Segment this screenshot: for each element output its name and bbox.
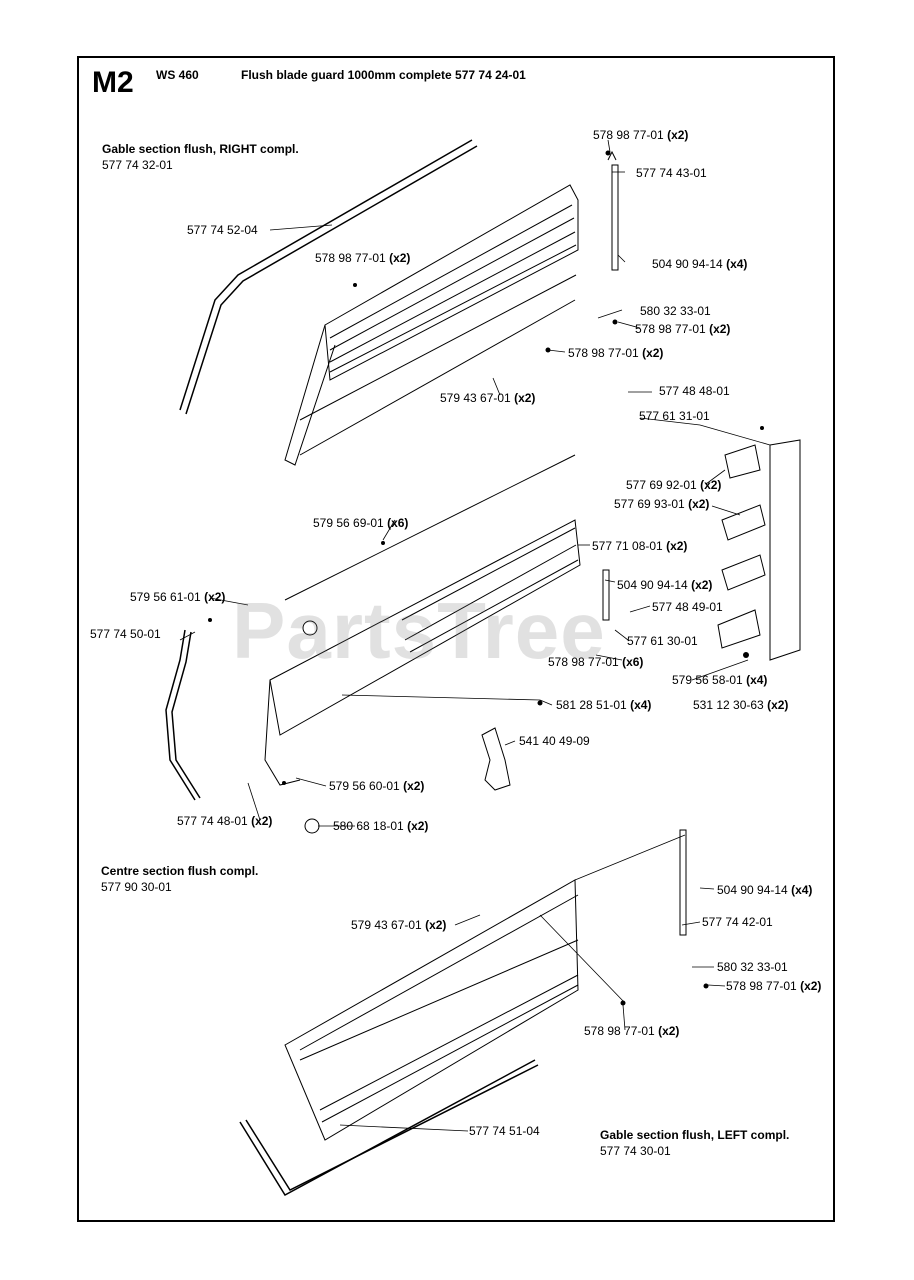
- callout-label[interactable]: 577 74 42-01: [702, 915, 773, 929]
- rollers: [302, 620, 320, 834]
- clamp-brackets: [717, 444, 766, 649]
- centre-panel: [264, 454, 581, 786]
- callout-label[interactable]: 579 56 58-01 (x4): [672, 673, 768, 687]
- callout-label[interactable]: 578 98 77-01 (x2): [726, 979, 822, 993]
- callout-label[interactable]: 581 28 51-01 (x4): [556, 698, 652, 712]
- callout-label[interactable]: 577 69 92-01 (x2): [626, 478, 722, 492]
- callout-label[interactable]: 577 74 50-01: [90, 627, 161, 641]
- callout-label[interactable]: 504 90 94-14 (x4): [717, 883, 813, 897]
- callout-label[interactable]: 504 90 94-14 (x4): [652, 257, 748, 271]
- callout-label[interactable]: 579 56 69-01 (x6): [313, 516, 409, 530]
- group-title-left: Gable section flush, LEFT compl.: [600, 1128, 790, 1142]
- group-title-centre: Centre section flush compl.: [101, 864, 259, 878]
- group-title-right: Gable section flush, RIGHT compl.: [102, 142, 299, 156]
- callout-label[interactable]: 577 61 31-01: [639, 409, 710, 423]
- assembly-title: Flush blade guard 1000mm complete 577 74…: [241, 68, 526, 82]
- callout-label[interactable]: 577 74 48-01 (x2): [177, 814, 273, 828]
- callout-label[interactable]: 577 71 08-01 (x2): [592, 539, 688, 553]
- callout-label[interactable]: 578 98 77-01 (x2): [593, 128, 689, 142]
- callout-label[interactable]: 580 32 33-01: [717, 960, 788, 974]
- end-bracket-right: [607, 150, 619, 271]
- group-number-left: 577 74 30-01: [600, 1144, 671, 1158]
- support-foot: [481, 727, 511, 791]
- callout-label[interactable]: 577 61 30-01: [627, 634, 698, 648]
- group-number-right: 577 74 32-01: [102, 158, 173, 172]
- callout-label[interactable]: 577 74 43-01: [636, 166, 707, 180]
- page-code: M2: [92, 66, 134, 99]
- callout-label[interactable]: 579 43 67-01 (x2): [351, 918, 447, 932]
- callout-label[interactable]: 578 98 77-01 (x2): [584, 1024, 680, 1038]
- callout-label[interactable]: 504 90 94-14 (x2): [617, 578, 713, 592]
- gable-panel-right: [284, 184, 579, 466]
- fasteners: [208, 150, 764, 1006]
- callout-label[interactable]: 578 98 77-01 (x6): [548, 655, 644, 669]
- callout-label[interactable]: 580 32 33-01: [640, 304, 711, 318]
- end-bracket-centre: [602, 439, 801, 661]
- callout-label[interactable]: 577 74 52-04: [187, 223, 258, 237]
- callout-label[interactable]: 541 40 49-09: [519, 734, 590, 748]
- callout-label[interactable]: 577 74 51-04: [469, 1124, 540, 1138]
- trim-strip-left: [239, 1059, 539, 1196]
- callout-label[interactable]: 531 12 30-63 (x2): [693, 698, 789, 712]
- group-number-centre: 577 90 30-01: [101, 880, 172, 894]
- callout-label[interactable]: 580 68 18-01 (x2): [333, 819, 429, 833]
- callout-label[interactable]: 579 56 60-01 (x2): [329, 779, 425, 793]
- trim-strip-centre: [165, 629, 201, 801]
- callout-label[interactable]: 579 43 67-01 (x2): [440, 391, 536, 405]
- callout-label[interactable]: 577 48 48-01: [659, 384, 730, 398]
- callout-label[interactable]: 577 48 49-01: [652, 600, 723, 614]
- callout-label[interactable]: 577 69 93-01 (x2): [614, 497, 710, 511]
- gable-panel-left: [284, 879, 579, 1141]
- callout-label[interactable]: 578 98 77-01 (x2): [635, 322, 731, 336]
- leader-lines: [179, 139, 771, 1132]
- watermark: PartsTree: [232, 586, 606, 675]
- end-bracket-left: [679, 829, 687, 936]
- trim-strip-right: [179, 139, 478, 415]
- callout-label[interactable]: 578 98 77-01 (x2): [315, 251, 411, 265]
- callout-label[interactable]: 578 98 77-01 (x2): [568, 346, 664, 360]
- diagram-frame: [77, 56, 835, 1222]
- callout-label[interactable]: 579 56 61-01 (x2): [130, 590, 226, 604]
- model-number: WS 460: [156, 68, 199, 82]
